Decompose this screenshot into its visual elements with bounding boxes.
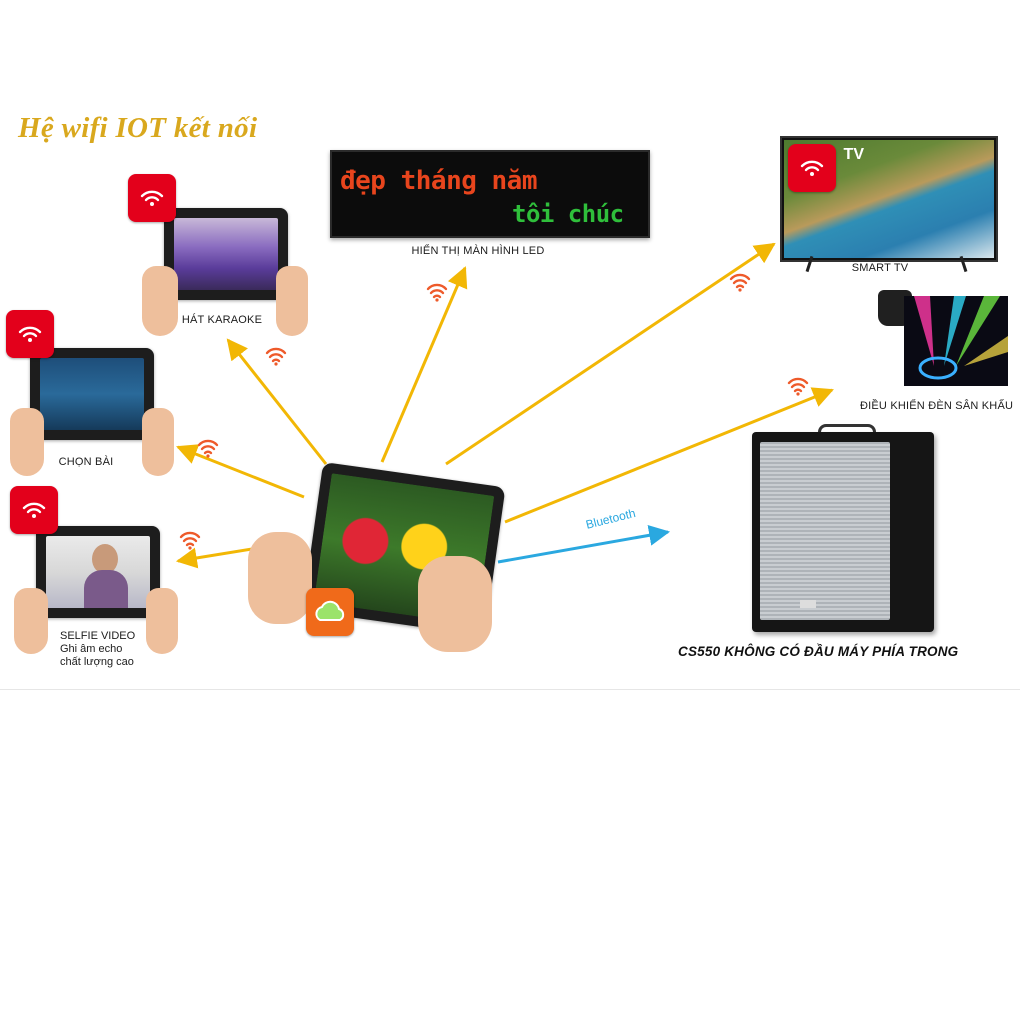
hand-left [10,408,44,476]
hand-right [418,556,492,652]
hand-left [248,532,312,624]
stage-light-image [904,296,1008,386]
caption-speaker: CS550 KHÔNG CÓ ĐẦU MÁY PHÍA TRONG [678,644,959,659]
song-select-screen [40,358,144,430]
app-badge-icon [306,588,354,636]
divider-line [0,689,1020,690]
wifi-icon [426,283,448,302]
hand-left [14,588,48,654]
caption-selfie: SELFIE VIDEO [60,630,136,642]
light-beams [914,296,1008,380]
karaoke-screen [174,218,278,290]
arrow-to-led [380,266,468,463]
caption-stage-light: ĐIỀU KHIỂN ĐÈN SÂN KHẤU [860,400,1014,412]
caption-led: HIỂN THỊ MÀN HÌNH LED [411,245,545,257]
wifi-icon [179,531,201,550]
wifi-icon [800,160,824,176]
song-select-tablet [30,348,154,440]
app-badge-icon [10,486,58,534]
wifi-icon [729,273,751,292]
wifi-icon [18,326,42,342]
arrow-to-chon-bai [176,444,305,499]
hand-right [146,588,178,654]
selfie-screen [46,536,150,608]
arrow-to-tv [445,242,776,466]
wifi-icon [22,502,46,518]
caption-smart-tv: SMART TV [851,262,909,274]
arrow-to-karaoke [226,338,328,465]
caption-chon-bai: CHỌN BÀI [58,456,114,468]
led-line-2: tôi chúc [512,200,624,228]
cloud-icon [315,600,345,621]
led-line-1: đẹp tháng năm [340,166,538,196]
wifi-icon [197,439,219,458]
app-badge-icon [6,310,54,358]
speaker-cs550 [752,432,934,632]
connection-arrows [175,242,834,569]
speaker-grille [760,442,890,620]
app-badge-icon [788,144,836,192]
speaker-logo [800,600,816,608]
arrow-to-selfie [175,546,259,569]
hand-right [142,408,174,476]
tv-badge-text: TV [843,146,864,163]
app-badge-icon [128,174,176,222]
diagram-title: Hệ wifi IOT kết nối [18,112,258,144]
selfie-tablet [36,526,160,618]
smart-tv: TV [780,136,998,262]
karaoke-tablet [164,208,288,300]
hand-right [276,266,308,336]
arrow-bluetooth [497,524,671,564]
wifi-icon [265,347,287,366]
diagram-canvas: Hệ wifi IOT kết nối [0,112,1020,690]
wifi-icon [140,190,164,206]
caption-karaoke: HÁT KARAOKE [181,314,263,326]
caption-selfie-sub1: Ghi âm echo [60,643,123,655]
arrow-to-stage-light [504,387,834,524]
wifi-icon [787,377,809,396]
led-sign: đẹp tháng năm tôi chúc [330,150,650,238]
hand-left [142,266,178,336]
caption-selfie-sub2: chất lượng cao [60,656,134,668]
